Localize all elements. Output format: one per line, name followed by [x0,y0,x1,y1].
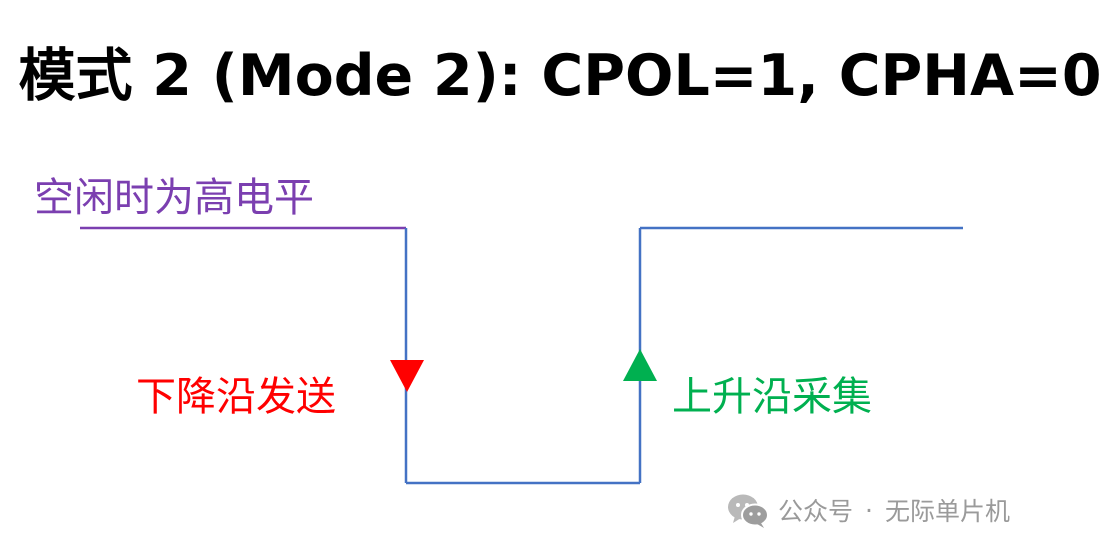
idle-high-label: 空闲时为高电平 [34,175,314,221]
watermark-separator: · [865,495,873,525]
page-title: 模式 2 (Mode 2): CPOL=1, CPHA=0 [18,43,1102,109]
falling-edge-arrow-icon [390,360,424,392]
rising-edge-label: 上升沿采集 [672,374,872,420]
rising-edge-arrow-icon [623,349,657,381]
watermark: 公众号 · 无际单片机 [726,490,1010,530]
clock-waveform [80,226,963,485]
falling-edge-label: 下降沿发送 [136,374,336,420]
watermark-account-name: 无际单片机 [884,497,1010,526]
wechat-icon [728,494,769,528]
watermark-account-type: 公众号 [778,497,854,526]
